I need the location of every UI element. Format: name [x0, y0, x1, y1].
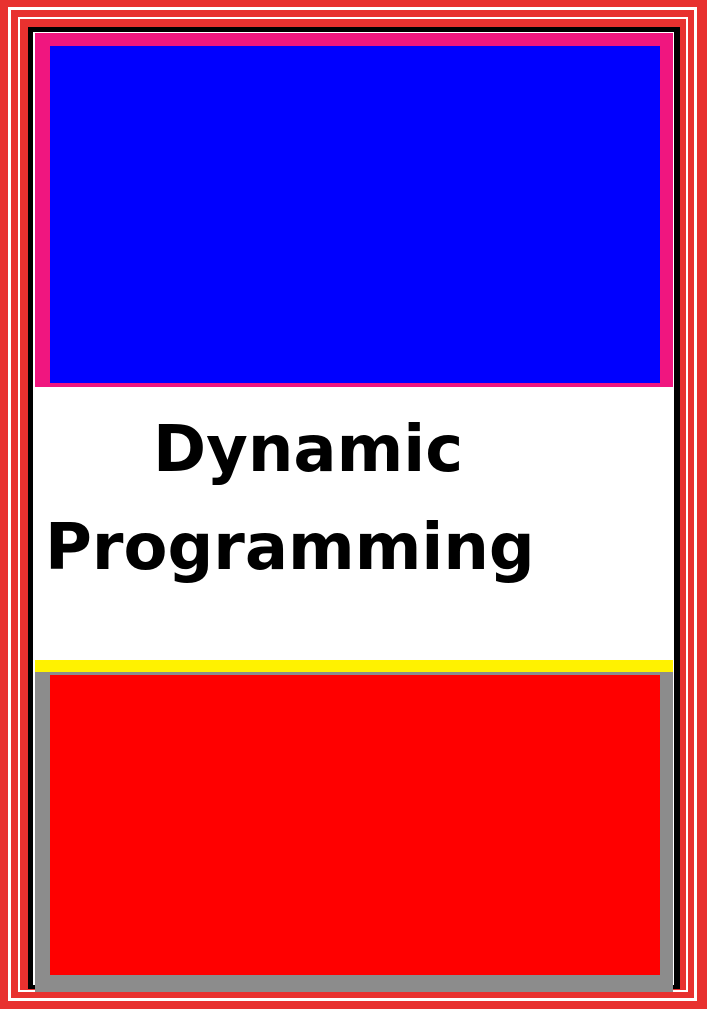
title-line-2: Programming — [45, 511, 535, 585]
bottom-red-panel — [50, 675, 660, 975]
yellow-divider — [35, 660, 673, 672]
title-line-1: Dynamic — [153, 413, 464, 487]
title-band: Dynamic Programming — [35, 388, 673, 658]
top-blue-panel — [50, 46, 660, 383]
